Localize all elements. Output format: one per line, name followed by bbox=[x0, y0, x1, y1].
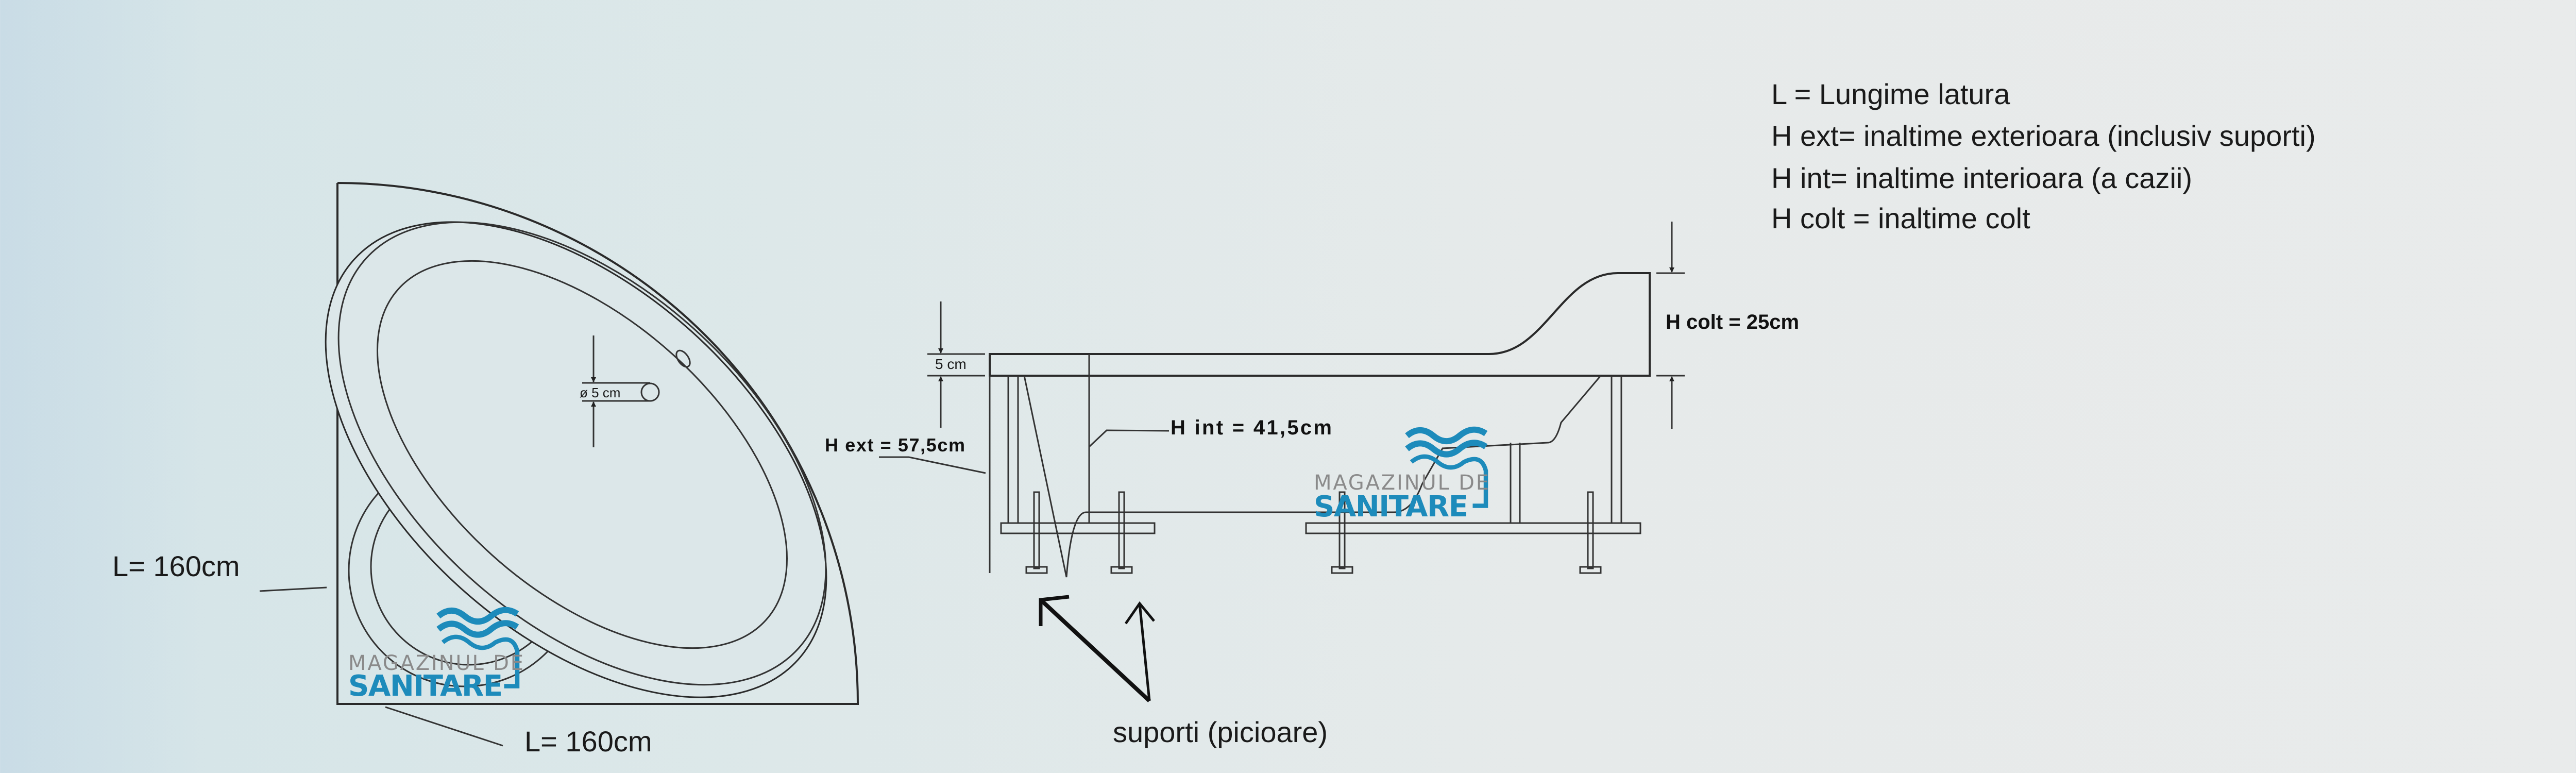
legend-line: H ext= inaltime exterioara (inclusiv sup… bbox=[1771, 120, 2316, 152]
top-view: ø 5 cm L= 160cm L= 160cm MAGAZINUL DE SA… bbox=[112, 182, 859, 758]
side-length-left: L= 160cm bbox=[112, 550, 240, 582]
h-colt-label: H colt = 25cm bbox=[1666, 311, 1799, 333]
watermark-logo: MAGAZINUL DE SANITARE bbox=[348, 610, 523, 703]
overflow-hole bbox=[675, 349, 691, 368]
supports-label: suporti (picioare) bbox=[1113, 716, 1328, 748]
rim-height-label: 5 cm bbox=[935, 356, 967, 372]
svg-text:MAGAZINUL DE: MAGAZINUL DE bbox=[1314, 471, 1489, 495]
drain-label: ø 5 cm bbox=[580, 385, 620, 400]
base-plank-left bbox=[1000, 522, 1156, 534]
svg-text:SANITARE: SANITARE bbox=[1314, 490, 1468, 524]
basin-rim-outer-2 bbox=[325, 221, 827, 698]
legend-line: H int= inaltime interioara (a cazii) bbox=[1771, 162, 2192, 194]
basin-inner bbox=[377, 260, 788, 649]
svg-text:MAGAZINUL DE: MAGAZINUL DE bbox=[348, 651, 523, 675]
tub-outline bbox=[336, 182, 859, 705]
legend: L = Lungime latura H ext= inaltime exter… bbox=[1771, 78, 2316, 234]
basin-rim-outer bbox=[337, 221, 827, 686]
inner-basin bbox=[1023, 375, 1602, 578]
svg-text:SANITARE: SANITARE bbox=[348, 669, 503, 703]
h-int-label: H int = 41,5cm bbox=[1171, 416, 1332, 439]
side-view: 5 cm H colt = 25cm H ext = 57,5cm H int … bbox=[825, 222, 1799, 748]
watermark-logo: MAGAZINUL DE SANITARE bbox=[1314, 430, 1489, 524]
legend-line: H colt = inaltime colt bbox=[1771, 202, 2030, 234]
tub-rim bbox=[989, 272, 1651, 377]
h-ext-label: H ext = 57,5cm bbox=[825, 434, 965, 456]
base-plank-right bbox=[1305, 522, 1641, 534]
side-length-bottom: L= 160cm bbox=[524, 725, 652, 758]
support-feet bbox=[1025, 491, 1602, 574]
legend-line: L = Lungime latura bbox=[1771, 78, 2010, 110]
